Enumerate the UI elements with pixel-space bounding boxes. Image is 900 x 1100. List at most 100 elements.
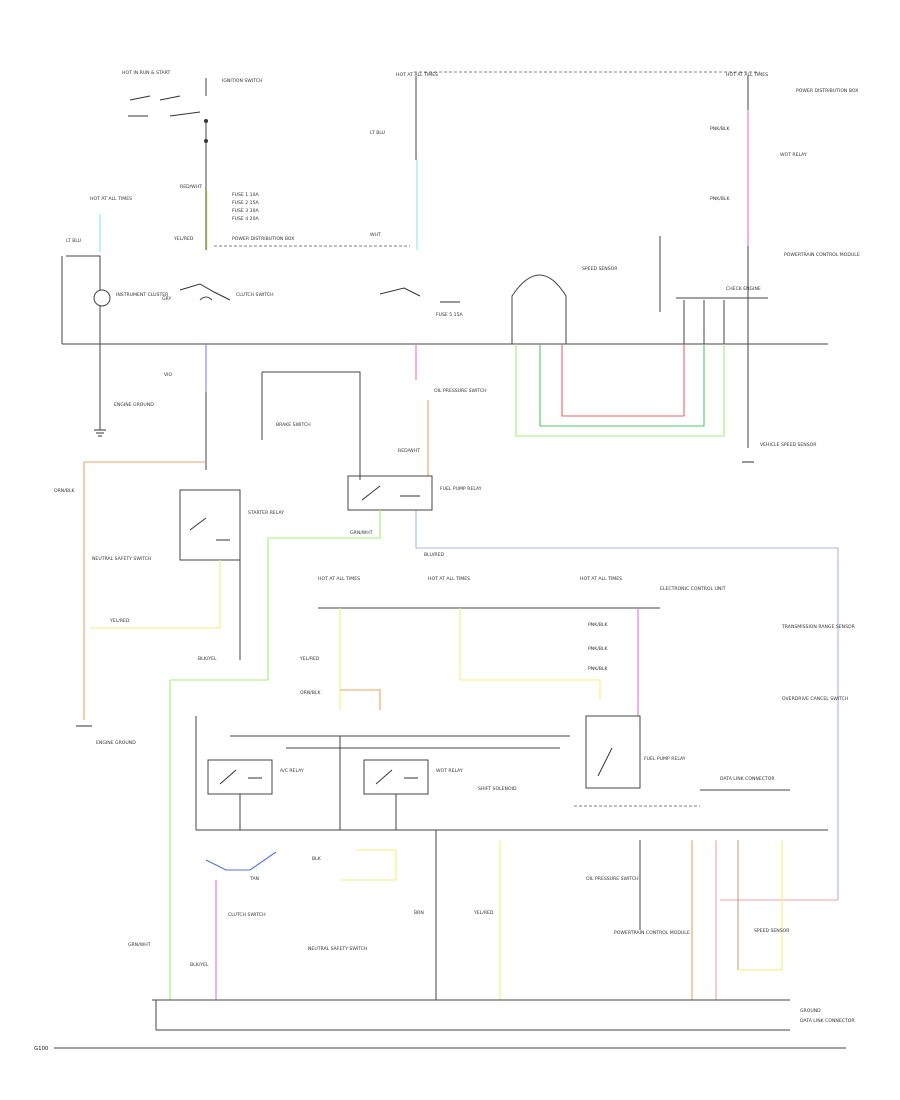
green-harness bbox=[539, 344, 705, 427]
wire-label: ORN/BLK bbox=[300, 690, 322, 696]
shift-solenoid-label: SHIFT SOLENOID bbox=[478, 786, 517, 792]
wire-label: PNK/BLK bbox=[710, 126, 730, 132]
wire-label: PNK/BLK bbox=[588, 666, 608, 672]
fuse-top-right-label: HOT AT ALL TIMES bbox=[726, 72, 768, 78]
overdrive-label: OVERDRIVE CANCEL SWITCH bbox=[782, 696, 848, 702]
red-harness bbox=[561, 344, 685, 417]
brake-switch-label: BRAKE SWITCH bbox=[276, 422, 311, 428]
wire-label: VIO bbox=[164, 372, 172, 378]
yellow-bottom-3 bbox=[738, 840, 783, 971]
switch-arc bbox=[199, 296, 213, 301]
wire-label: BLK/YEL bbox=[198, 656, 217, 662]
fuse-label: FUSE 3 30A bbox=[232, 208, 260, 214]
bottom-section: BLK TAN CLUTCH SWITCH NEUTRAL SAFETY SWI… bbox=[34, 830, 855, 1052]
fuse-label: HOT AT ALL TIMES bbox=[580, 576, 622, 582]
orange-wire bbox=[83, 461, 206, 720]
light-green-harness bbox=[515, 344, 725, 437]
blue-long-wire bbox=[415, 510, 839, 900]
brake-switch-wire bbox=[261, 371, 361, 480]
top-right-section: HOT AT ALL TIMES POWER DISTRIBUTION BOX … bbox=[511, 72, 860, 463]
oil-pressure-lower-label: OIL PRESSURE SWITCH bbox=[586, 876, 639, 882]
light-green-long bbox=[268, 510, 381, 539]
fuel-relay-contact bbox=[361, 485, 420, 501]
fuse-label: FUSE 5 15A bbox=[436, 312, 464, 318]
wot-relay-contact bbox=[375, 769, 418, 785]
starter-relay-box bbox=[179, 489, 241, 561]
ignition-switch-section: HOT IN RUN & START IGNITION SWITCH RED/W… bbox=[122, 70, 410, 250]
pcm-label: POWERTRAIN CONTROL MODULE bbox=[784, 252, 860, 258]
wire-label: PNK/BLK bbox=[588, 622, 608, 628]
pcm-relay-box bbox=[585, 715, 641, 789]
ground-right-label: GROUND bbox=[800, 1008, 821, 1014]
vss-label: VEHICLE SPEED SENSOR bbox=[760, 442, 817, 448]
starter-relay-label: STARTER RELAY bbox=[248, 510, 284, 516]
ac-relay-box bbox=[207, 759, 273, 795]
wot-relay-lower-label: WOT RELAY bbox=[436, 768, 463, 774]
wire-label: BLU/RED bbox=[424, 552, 444, 558]
lower-fuse-row: HOT AT ALL TIMES HOT AT ALL TIMES HOT AT… bbox=[299, 576, 856, 716]
light-green-drop bbox=[170, 538, 269, 681]
check-engine-label: CHECK ENGINE bbox=[726, 286, 761, 292]
wire-label: YEL/RED bbox=[109, 618, 130, 624]
wire-label: GRN/WHT bbox=[350, 530, 373, 536]
power-distribution-label: POWER DISTRIBUTION BOX bbox=[232, 236, 294, 242]
wire-label: GRY bbox=[162, 296, 171, 302]
wire-label: YEL/RED bbox=[299, 656, 320, 662]
fuel-pump-relay-lower-label: FUEL PUMP RELAY bbox=[644, 756, 686, 762]
ground-label: ENGINE GROUND bbox=[96, 740, 136, 746]
fuse-top-left-label: HOT AT ALL TIMES bbox=[90, 196, 132, 202]
cluster-lamp bbox=[93, 289, 111, 307]
cluster-label: INSTRUMENT CLUSTER bbox=[116, 292, 169, 298]
left-feed: HOT AT ALL TIMES LT BLU INSTRUMENT CLUST… bbox=[66, 196, 169, 437]
wire-label: BRN bbox=[414, 910, 424, 916]
oil-pressure-label: OIL PRESSURE SWITCH bbox=[434, 388, 487, 394]
engine-ground-label: ENGINE GROUND bbox=[114, 402, 154, 408]
wire-label: BLK/YEL bbox=[190, 962, 209, 968]
speed-sensor-lower-label: SPEED SENSOR bbox=[754, 928, 790, 934]
hot-in-run-label: HOT IN RUN & START bbox=[122, 70, 170, 76]
wot-relay-box bbox=[363, 759, 429, 795]
wire-label: ORN/BLK bbox=[54, 488, 76, 494]
relay-box-row: A/C RELAY WOT RELAY SHIFT SOLENOID FUEL … bbox=[195, 715, 828, 831]
ac-relay-contact bbox=[219, 769, 262, 785]
ground-symbol bbox=[94, 429, 106, 437]
speed-sensor-arc bbox=[511, 274, 567, 344]
wire-label: PNK/BLK bbox=[588, 646, 608, 652]
fuel-pump-relay-box bbox=[347, 475, 433, 511]
neutral-switch-label: NEUTRAL SAFETY SWITCH bbox=[92, 556, 151, 562]
wire-label: TAN bbox=[249, 876, 259, 882]
fuse-label: HOT AT ALL TIMES bbox=[318, 576, 360, 582]
pcm-relay-contact bbox=[597, 747, 613, 777]
ground-id-label: G100 bbox=[34, 1046, 49, 1052]
wire-label: PNK/BLK bbox=[710, 196, 730, 202]
wire-label: WHT bbox=[370, 232, 381, 238]
fuse-label: HOT AT ALL TIMES bbox=[428, 576, 470, 582]
ebtc-label: ELECTRONIC CONTROL UNIT bbox=[660, 586, 726, 592]
wire-label: YEL/RED bbox=[173, 236, 194, 242]
ac-relay-label: A/C RELAY bbox=[280, 768, 304, 774]
wire-label: GRN/WHT bbox=[128, 942, 151, 948]
wot-relay-label: WOT RELAY bbox=[780, 152, 807, 158]
cluster-feed bbox=[66, 255, 101, 290]
fuse-label: FUSE 2 15A bbox=[232, 200, 260, 206]
relay-switch-mid bbox=[379, 287, 460, 303]
clutch-relay-section: GRY CLUTCH SWITCH VIO ORN/BLK STARTER RE… bbox=[54, 283, 361, 746]
clutch-switch-lower-label: CLUTCH SWITCH bbox=[228, 912, 266, 918]
yellow-wire-2 bbox=[90, 560, 221, 629]
ignition-switch-label: IGNITION SWITCH bbox=[222, 78, 262, 84]
starter-relay-contact bbox=[189, 517, 230, 541]
data-link-lower-label: DATA LINK CONNECTOR bbox=[800, 1018, 855, 1024]
fuse-label: FUSE 4 20A bbox=[232, 216, 260, 222]
wire-label: LT BLU bbox=[370, 130, 385, 136]
pcm-lower-label: POWERTRAIN CONTROL MODULE bbox=[614, 930, 690, 936]
power-box-right-label: POWER DISTRIBUTION BOX bbox=[796, 88, 858, 94]
middle-fuse-section: HOT AT ALL TIMES LT BLU WHT FUSE 5 15A O… bbox=[347, 71, 760, 511]
wire-label: YEL/RED bbox=[473, 910, 494, 916]
speed-sensor-label: SPEED SENSOR bbox=[582, 266, 618, 272]
ignition-switch-contacts bbox=[128, 95, 201, 117]
fuse-label: FUSE 1 10A bbox=[232, 192, 260, 198]
data-link-label: DATA LINK CONNECTOR bbox=[720, 776, 775, 782]
wire-label: LT BLU bbox=[66, 238, 81, 244]
neutral-switch-lower-label: NEUTRAL SAFETY SWITCH bbox=[308, 946, 367, 952]
